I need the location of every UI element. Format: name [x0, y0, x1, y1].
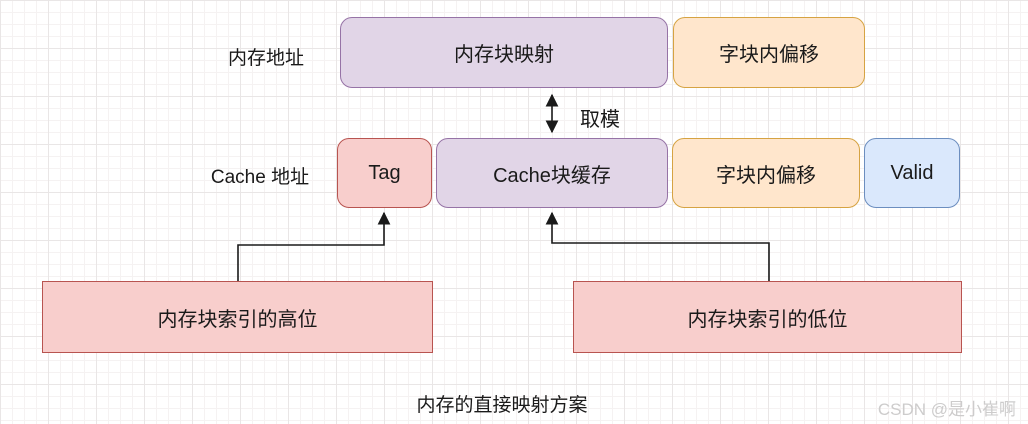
modulo-annotation-label: 取模	[580, 109, 620, 131]
box-tag: Tag	[337, 138, 432, 208]
high-bits-to-tag-arrow-icon	[237, 211, 391, 281]
box-memory-block-index-low-bits: 内存块索引的低位	[573, 281, 962, 353]
box-word-offset-memory-row: 字块内偏移	[673, 17, 865, 88]
diagram-caption: 内存的直接映射方案	[416, 395, 588, 416]
memory-address-row-label: 内存地址	[227, 48, 304, 69]
box-memory-block-index-high-bits: 内存块索引的高位	[42, 281, 433, 353]
box-memory-block-mapping: 内存块映射	[340, 17, 668, 88]
box-cache-block-cache: Cache块缓存	[436, 138, 668, 208]
box-valid: Valid	[864, 138, 960, 208]
low-bits-to-cache-block-arrow-icon	[545, 211, 770, 281]
box-word-offset-cache-row: 字块内偏移	[672, 138, 860, 208]
cache-address-row-label: Cache 地址	[210, 167, 310, 188]
csdn-watermark: CSDN @是小崔啊	[877, 400, 1016, 419]
